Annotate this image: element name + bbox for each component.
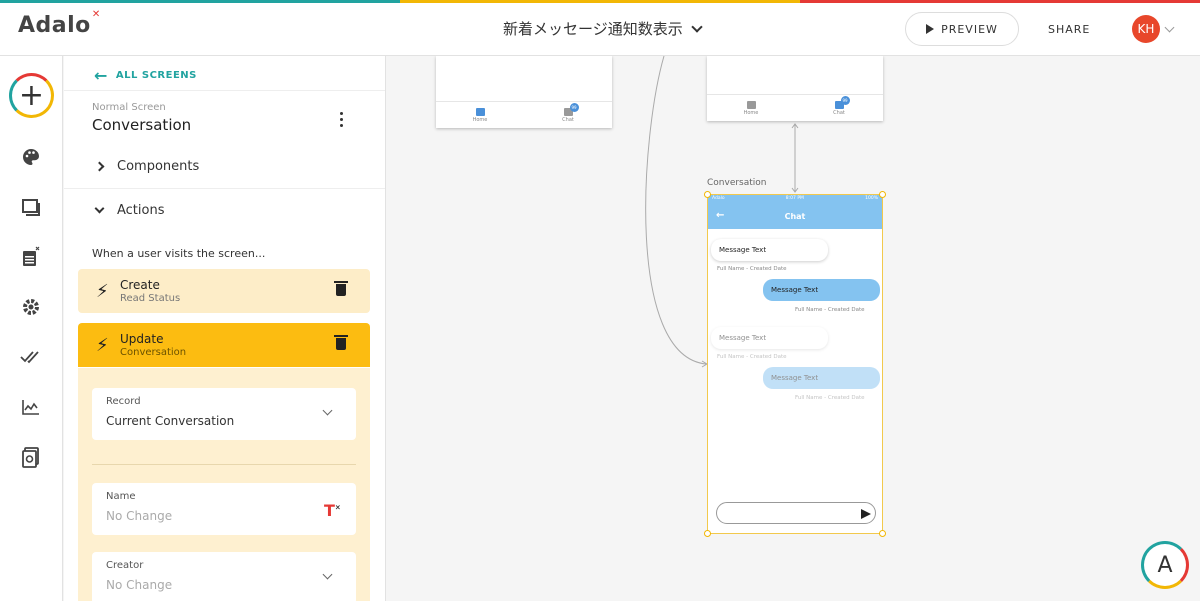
left-toolbar: + — [0, 56, 63, 601]
field-value: No Change — [106, 578, 173, 592]
palette-icon[interactable] — [20, 146, 42, 168]
field-label: Name — [106, 491, 136, 502]
creator-select[interactable]: Creator No Change — [92, 552, 356, 601]
message-meta: Full Name - Created Date — [795, 307, 865, 313]
resize-handle[interactable] — [704, 530, 711, 537]
adalo-help-icon: A — [1157, 552, 1173, 578]
conversation-screen-label: Conversation — [707, 178, 767, 188]
status-bar: Adalo 8:07 PM 100% — [708, 195, 882, 203]
add-component-button[interactable]: + — [9, 73, 54, 118]
all-screens-link[interactable]: ← ALL SCREENS — [94, 66, 197, 85]
app-title-dropdown[interactable]: 新着メッセージ通知数表示 — [503, 18, 703, 39]
home-icon — [746, 100, 756, 109]
screen-name[interactable]: Conversation — [92, 116, 192, 134]
analytics-icon[interactable] — [20, 396, 42, 418]
resize-handle[interactable] — [879, 530, 886, 537]
database-icon[interactable] — [20, 246, 42, 268]
tab-home[interactable]: Home — [707, 95, 795, 121]
field-label: Creator — [106, 560, 144, 571]
arrow-left-icon: ← — [94, 66, 108, 85]
help-button[interactable]: A — [1141, 541, 1189, 589]
logo-spark-icon: ✕ — [91, 9, 101, 20]
avatar-chevron-down-icon[interactable] — [1164, 22, 1175, 33]
conversation-screen[interactable]: Adalo 8:07 PM 100% ← Chat Message Text F… — [704, 191, 886, 537]
back-arrow-icon[interactable]: ← — [716, 210, 725, 221]
app-bar-title: Chat — [784, 211, 806, 221]
resize-handle[interactable] — [879, 191, 886, 198]
lightning-icon: ⚡ — [96, 335, 109, 356]
components-section-toggle[interactable]: Components — [94, 159, 199, 174]
more-options-icon[interactable] — [340, 112, 343, 127]
chevron-down-icon — [322, 405, 333, 416]
field-value: No Change — [106, 509, 173, 523]
chat-badge: 99 — [569, 102, 579, 112]
field-value: Current Conversation — [106, 414, 235, 428]
message-meta: Full Name - Created Date — [717, 354, 787, 360]
action-create-card[interactable]: ⚡ Create Read Status — [78, 269, 370, 313]
divider — [64, 188, 385, 189]
action-subtitle: Conversation — [120, 347, 187, 358]
field-label: Record — [106, 396, 141, 407]
action-subtitle: Read Status — [120, 293, 181, 304]
home-icon — [475, 107, 485, 116]
play-icon — [926, 24, 935, 34]
chevron-down-icon — [94, 203, 105, 214]
chevron-down-icon — [322, 569, 333, 580]
divider — [92, 464, 356, 465]
message-input[interactable] — [716, 502, 876, 524]
screen-settings-panel: ← ALL SCREENS Normal Screen Conversation… — [64, 56, 386, 601]
chevron-down-icon — [691, 20, 703, 33]
action-title: Create — [120, 278, 160, 292]
top-header: Adalo✕ 新着メッセージ通知数表示 PREVIEW SHARE KH — [0, 3, 1200, 56]
chat-icon: 99 — [563, 102, 579, 116]
app-title: 新着メッセージ通知数表示 — [503, 20, 683, 38]
message-bubble-received[interactable]: Message Text — [711, 327, 828, 349]
tab-home[interactable]: Home — [436, 102, 524, 128]
brand-stripe — [0, 0, 1200, 3]
message-bubble-received[interactable]: Message Text — [711, 239, 828, 261]
lightning-icon: ⚡ — [96, 281, 109, 302]
user-avatar[interactable]: KH — [1132, 15, 1160, 43]
checkmarks-icon[interactable] — [20, 346, 42, 368]
message-meta: Full Name - Created Date — [717, 266, 787, 272]
visit-trigger-label: When a user visits the screen... — [92, 247, 266, 260]
send-icon[interactable] — [861, 509, 871, 519]
chevron-right-icon — [94, 161, 105, 172]
message-bubble-sent[interactable]: Message Text — [763, 367, 880, 389]
screen-type-label: Normal Screen — [92, 102, 166, 113]
actions-section-toggle[interactable]: Actions — [94, 203, 165, 218]
name-field[interactable]: Name No Change T× — [92, 483, 356, 535]
divider — [64, 90, 385, 91]
update-action-body: Record Current Conversation Name No Chan… — [78, 368, 370, 601]
gear-icon[interactable] — [20, 296, 42, 318]
share-button[interactable]: SHARE — [1048, 23, 1091, 36]
publish-icon[interactable] — [20, 446, 42, 468]
preview-button[interactable]: PREVIEW — [905, 12, 1019, 46]
trash-icon[interactable] — [334, 281, 348, 296]
action-title: Update — [120, 332, 164, 346]
magic-text-icon[interactable]: T× — [324, 501, 341, 520]
message-bubble-sent[interactable]: Message Text — [763, 279, 880, 301]
resize-handle[interactable] — [704, 191, 711, 198]
app-bar: ← Chat — [708, 203, 882, 229]
trash-icon[interactable] — [334, 335, 348, 350]
chat-badge: 99 — [840, 95, 850, 105]
chat-icon: 99 — [834, 95, 850, 109]
record-select[interactable]: Record Current Conversation — [92, 388, 356, 440]
adalo-logo[interactable]: Adalo✕ — [18, 9, 101, 38]
message-meta: Full Name - Created Date — [795, 395, 865, 401]
screens-icon[interactable] — [20, 196, 42, 218]
action-update-card[interactable]: ⚡ Update Conversation — [78, 323, 370, 367]
